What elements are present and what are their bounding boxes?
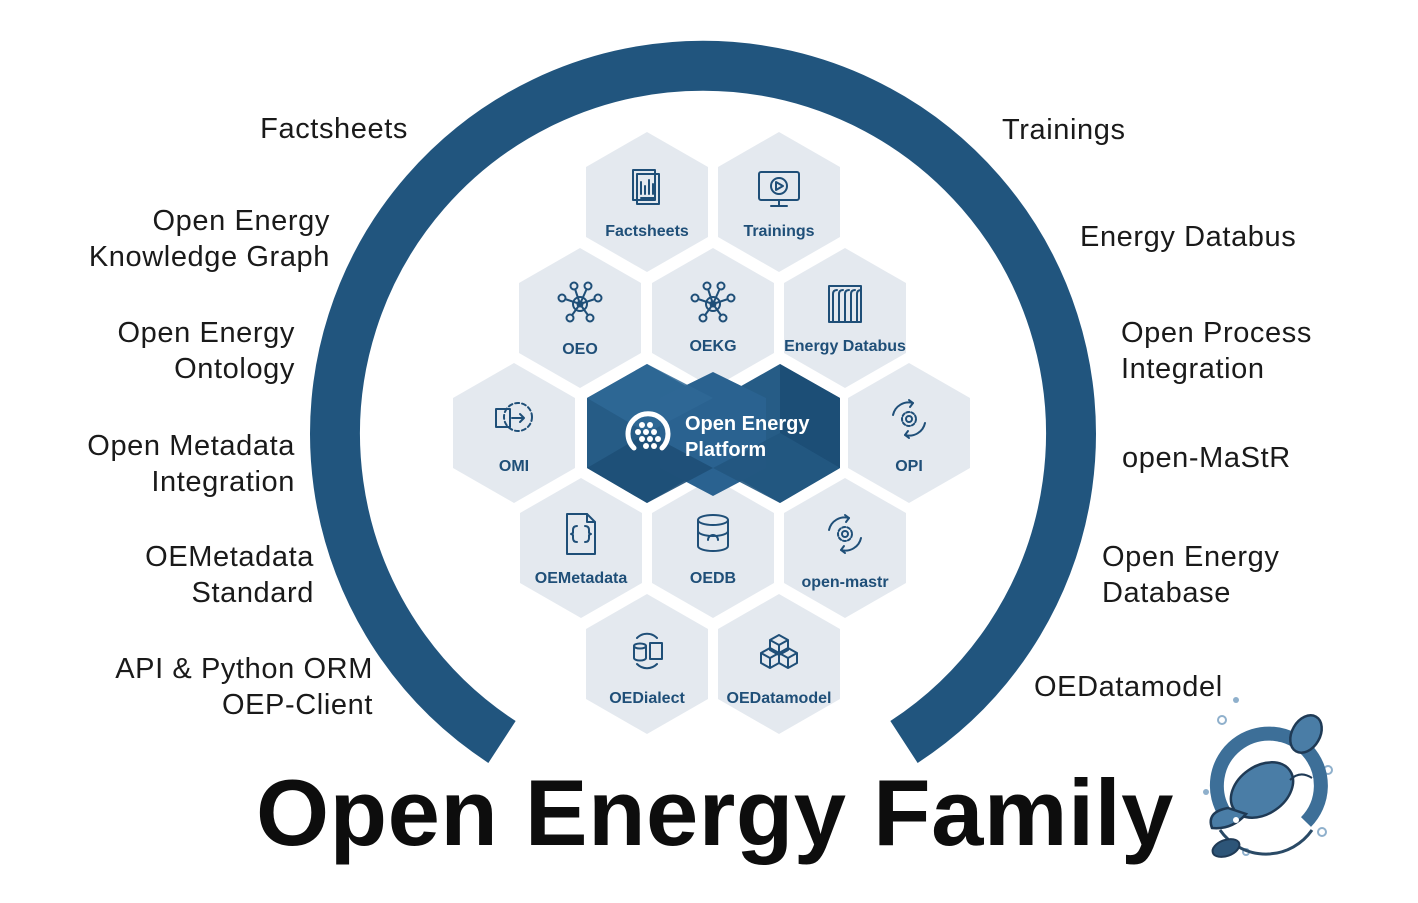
hex-label: OPI <box>895 458 923 475</box>
right-label-oedb: Open Energy Database <box>1102 539 1280 611</box>
hex-cell-oedatamodel: OEDatamodel <box>718 594 840 734</box>
hex-shape <box>784 478 906 618</box>
right-label-opi: Open Process Integration <box>1121 315 1312 387</box>
hex-label: OEO <box>562 341 598 358</box>
right-label-line: Trainings <box>1002 114 1126 146</box>
left-label-line: Open Metadata <box>87 430 295 462</box>
right-label-line: Open Energy <box>1102 541 1280 573</box>
hex-label: OEMetadata <box>535 570 628 587</box>
outer-arc <box>310 40 1096 763</box>
hex-cell-oekg: OEKG <box>652 248 774 388</box>
hex-label: Factsheets <box>605 223 689 240</box>
hex-label: OEKG <box>689 338 736 355</box>
hex-cell-opi: OPI <box>848 363 970 503</box>
left-label-line: Open Energy <box>152 205 330 237</box>
right-label-line: Energy Databus <box>1080 221 1297 253</box>
hex-cell-omi: OMI <box>453 363 575 503</box>
left-label-line: Factsheets <box>260 113 408 145</box>
left-label-line: Open Energy <box>117 317 295 349</box>
left-label-line: OEP-Client <box>221 689 373 721</box>
left-label-line: Knowledge Graph <box>88 241 330 273</box>
json-file-icon <box>566 513 596 555</box>
center-shade-top <box>587 364 713 433</box>
hex-cell-energy-databus: Energy Databus <box>784 248 906 388</box>
hex-shape <box>652 248 774 388</box>
hex-shape <box>520 478 642 618</box>
right-label-line: OEDatamodel <box>1034 671 1223 703</box>
hex-shape <box>586 132 708 272</box>
gear-cycle-icon <box>828 514 862 554</box>
left-label-line: Integration <box>151 466 295 498</box>
left-label-oemetadata: OEMetadata Standard <box>145 539 314 611</box>
hex-cell-oedialect: OEDialect <box>586 594 708 734</box>
center-label-line1: Open Energy <box>685 413 810 435</box>
network-icon <box>557 281 603 323</box>
right-label-oedatamodel: OEDatamodel <box>1034 669 1223 705</box>
left-label-line: Standard <box>191 577 314 609</box>
right-label-open-mastr: open-MaStR <box>1122 440 1291 476</box>
hex-label: OEDatamodel <box>727 690 832 707</box>
hex-cell-factsheets: Factsheets <box>586 132 708 272</box>
hex-cell-trainings: Trainings <box>718 132 840 272</box>
network-icon <box>690 281 736 323</box>
center-shade-right <box>780 364 840 468</box>
left-label-line: Ontology <box>174 353 295 385</box>
right-label-line: Open Process <box>1121 317 1312 349</box>
hex-cell-oemetadata: OEMetadata <box>520 478 642 618</box>
hex-shape <box>652 478 774 618</box>
right-label-line: Integration <box>1121 353 1265 385</box>
hex-cell-open-mastr: open-mastr <box>784 478 906 618</box>
left-label-line: OEMetadata <box>145 541 314 573</box>
hex-shape <box>848 363 970 503</box>
right-label-trainings: Trainings <box>1002 112 1126 148</box>
database-icon <box>697 514 729 552</box>
cubes-icon <box>760 634 798 669</box>
hex-shape <box>586 594 708 734</box>
hex-shape <box>519 248 641 388</box>
left-label-factsheets: Factsheets <box>260 111 408 147</box>
center-platform: Open Energy Platform <box>587 364 840 503</box>
center-shade-bottom-right <box>713 433 840 503</box>
hex-cell-oedb: OEDB <box>652 478 774 618</box>
hex-label: Trainings <box>743 223 814 240</box>
hex-label: OEDB <box>690 570 736 587</box>
left-label-omi: Open Metadata Integration <box>87 428 295 500</box>
hex-label: OEDialect <box>609 690 685 707</box>
main-title: Open Energy Family <box>256 760 1174 865</box>
center-shade-bottom <box>587 433 713 503</box>
center-label-line2: Platform <box>685 439 766 461</box>
hex-label: open-mastr <box>801 574 888 591</box>
left-label-oekg: Open Energy Knowledge Graph <box>89 203 330 275</box>
hex-label: OMI <box>499 458 529 475</box>
monitor-play-icon <box>758 171 800 207</box>
hex-shape <box>453 363 575 503</box>
documents-icon <box>632 169 660 205</box>
right-label-energy-databus: Energy Databus <box>1080 219 1296 255</box>
oep-logo-icon <box>625 411 671 451</box>
db-code-sync-icon <box>633 632 663 670</box>
databus-icon <box>828 285 862 323</box>
hex-cell-oeo: OEO <box>519 248 641 388</box>
gear-cycle-icon <box>892 399 926 439</box>
right-label-line: open-MaStR <box>1122 442 1291 474</box>
hex-label: Energy Databus <box>784 338 906 355</box>
right-label-line: Database <box>1102 577 1231 609</box>
left-label-oeo: Open Energy Ontology <box>118 315 296 387</box>
left-label-line: API & Python ORM <box>115 653 373 685</box>
left-label-oep-client: API & Python ORM OEP-Client <box>115 651 373 723</box>
platypus-mascot-icon <box>1203 697 1333 858</box>
code-gear-icon <box>495 402 533 432</box>
